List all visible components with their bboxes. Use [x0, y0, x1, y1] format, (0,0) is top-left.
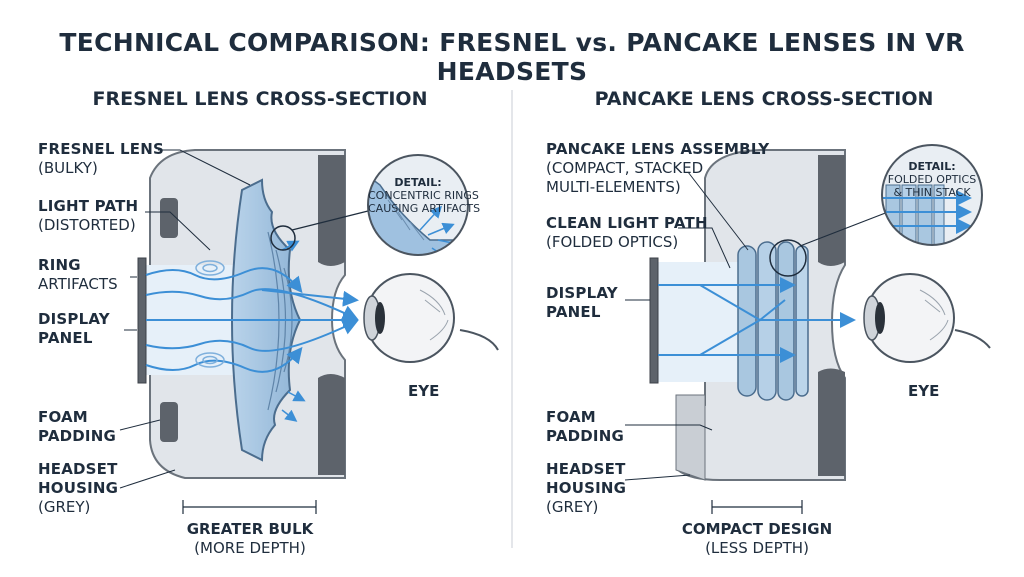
fresnel-diagram: [119, 149, 499, 514]
pancake-front-pad-bottom: [818, 368, 845, 476]
pancake-light-path-label: CLEAN LIGHT PATH(FOLDED OPTICS): [546, 214, 708, 251]
fresnel-front-pad-top: [318, 155, 345, 266]
fresnel-light-path-label: LIGHT PATH(DISTORTED): [38, 197, 139, 234]
pancake-caption: COMPACT DESIGN(LESS DEPTH): [681, 520, 833, 557]
fresnel-display-panel: [137, 257, 147, 384]
fresnel-eye-label: EYE: [408, 382, 440, 400]
pancake-eye-label: EYE: [908, 382, 940, 400]
pancake-diagram: [624, 144, 991, 514]
pancake-heading: PANCAKE LENS CROSS-SECTION: [594, 88, 934, 110]
pancake-beam-area: [657, 262, 747, 382]
pancake-detail-text: DETAIL:FOLDED OPTICS& THIN STACK: [887, 160, 977, 199]
fresnel-foam-top: [160, 198, 178, 238]
fresnel-front-pad-bottom: [318, 374, 345, 475]
fresnel-detail-circle: [367, 154, 469, 256]
fresnel-heading: FRESNEL LENS CROSS-SECTION: [92, 88, 428, 110]
page-title: TECHNICAL COMPARISON: FRESNEL vs. PANCAK…: [59, 28, 965, 86]
pancake-detail-circle: [881, 144, 983, 246]
pancake-display-panel: [649, 257, 659, 384]
fresnel-lens-label: FRESNEL LENS(BULKY): [38, 140, 164, 177]
pancake-lens-1: [737, 245, 757, 397]
fresnel-foam-bottom: [160, 402, 178, 442]
pancake-eye-graphic: [863, 273, 991, 363]
pancake-front-pad-top: [818, 155, 845, 266]
fresnel-eye-graphic: [363, 273, 499, 363]
fresnel-caption: GREATER BULK(MORE DEPTH): [186, 520, 314, 557]
